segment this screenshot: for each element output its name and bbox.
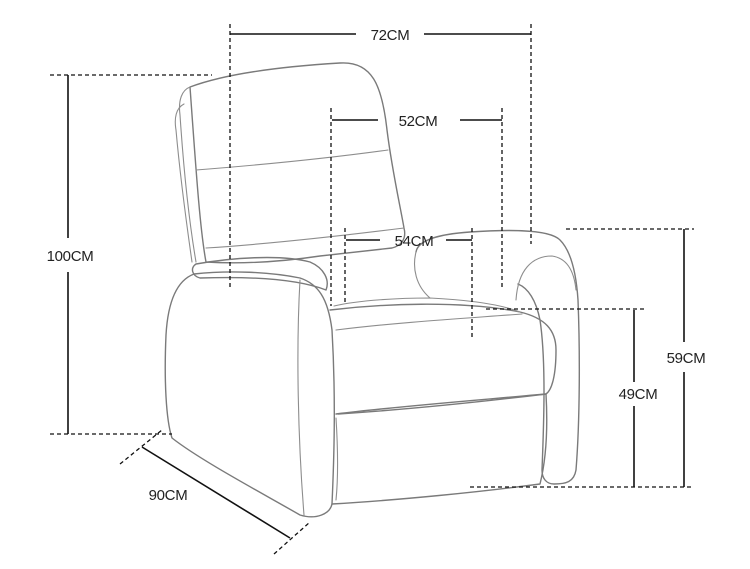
overall-width-label: 72CM <box>371 27 410 44</box>
backrest-width-label: 52CM <box>399 113 438 130</box>
chair-base-front <box>331 393 548 505</box>
overall-height-label: 100CM <box>47 248 94 265</box>
right-arm-front-curve <box>413 251 431 299</box>
left-arm-side-line <box>297 279 305 516</box>
backrest-side-inner <box>174 103 193 263</box>
depth-line <box>141 446 291 539</box>
depth-extension-back <box>119 429 163 465</box>
dimension-annotations: 72CM 52CM 54CM 100CM <box>47 24 706 555</box>
depth-dimension: 90CM <box>119 429 311 555</box>
overall-height-dimension: 100CM <box>47 74 212 435</box>
back-seat-join <box>333 297 521 313</box>
backrest-width-dimension: 52CM <box>330 108 503 306</box>
seat-cushion <box>329 303 557 415</box>
left-arm-front <box>164 271 336 518</box>
seat-height-dimension: 49CM <box>486 308 658 487</box>
backrest-side <box>178 86 197 263</box>
chair-base-bottom <box>335 417 339 501</box>
depth-extension-front <box>273 521 311 555</box>
armrest-height-label: 59CM <box>667 350 706 367</box>
seat-width-dimension: 54CM <box>344 228 473 340</box>
seat-cushion-top-edge <box>335 313 523 331</box>
backrest-cushion-line-2 <box>205 227 405 249</box>
backrest-outline <box>189 62 406 264</box>
left-arm-top-roll <box>191 256 328 291</box>
right-arm-roll <box>515 255 577 301</box>
backrest-cushion-line-1 <box>195 149 389 171</box>
depth-label: 90CM <box>149 487 188 504</box>
armrest-height-dimension: 59CM <box>470 228 706 488</box>
recliner-chair-illustration <box>164 62 581 518</box>
seat-width-label: 54CM <box>395 233 434 250</box>
right-arm <box>415 229 581 485</box>
seat-height-label: 49CM <box>619 386 658 403</box>
overall-width-dimension: 72CM <box>229 24 532 290</box>
